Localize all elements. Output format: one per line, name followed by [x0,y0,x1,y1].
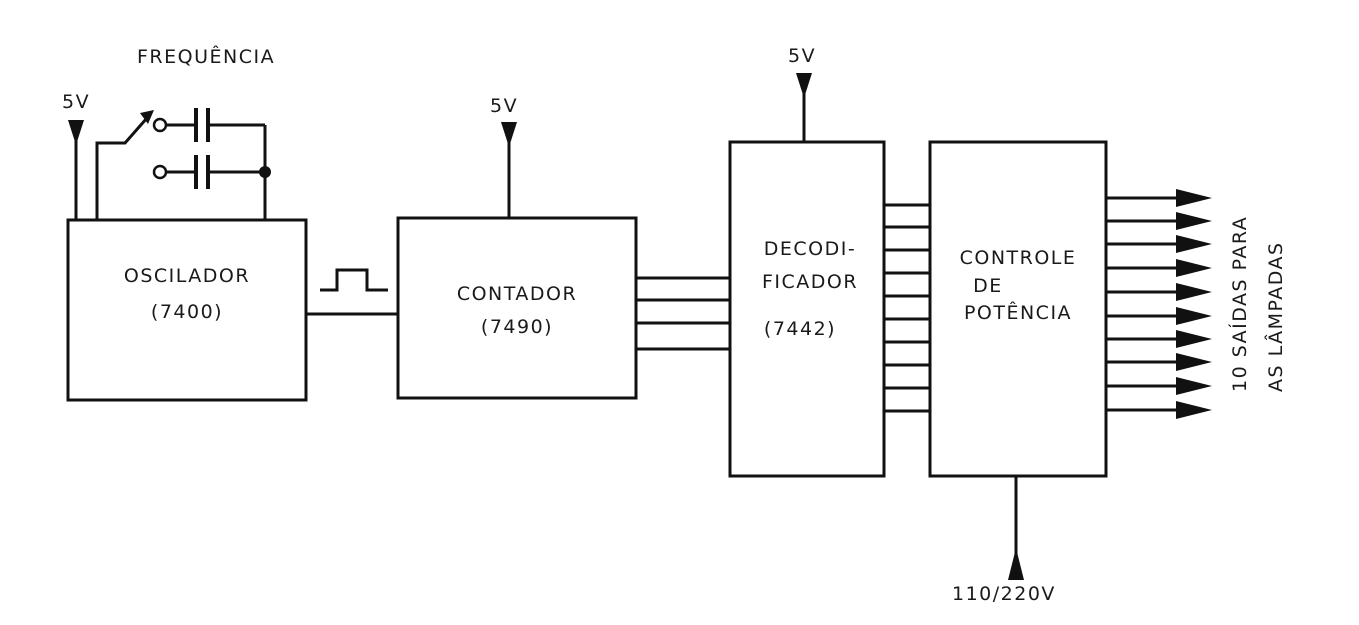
decoder-supply-label: 5V [788,45,816,67]
output-arrow [1106,259,1212,277]
decoder-to-power-bus [884,203,930,413]
counter-to-decoder-bus [636,276,730,351]
output-arrow [1106,353,1212,371]
outputs-label-line2: AS LÂMPADAS [1264,241,1287,392]
timing-capacitor-1 [166,108,265,142]
power-name-line1: CONTROLE [960,247,1077,269]
counter-name: CONTADOR [457,283,577,305]
timing-capacitor-2 [166,155,265,189]
frequency-switch [95,110,168,220]
decoder-chip: (7442) [764,318,836,340]
decoder-name-line1: DECODI- [764,238,856,260]
clock-pulse-symbol [320,268,388,292]
frequency-label: FREQUÊNCIA [137,45,275,68]
output-arrow [1106,235,1212,253]
output-arrow [1106,212,1212,230]
decoder-name-line2: FICADOR [762,271,858,293]
power-control-block [928,140,1108,478]
oscillator-block [66,218,308,402]
oscillator-name: OSCILADOR [124,265,250,287]
output-arrow [1106,189,1212,207]
power-name-line2: DE [973,275,1003,297]
output-arrow [1106,377,1212,395]
decoder-block [728,140,886,478]
output-arrows [1106,189,1212,419]
output-arrow [1106,330,1212,348]
output-arrow [1106,307,1212,325]
counter-block [396,216,638,400]
oscillator-supply-label: 5V [62,91,90,113]
counter-supply-arrow [501,122,517,218]
mains-supply-label: 110/220V [952,583,1056,605]
counter-supply-label: 5V [490,95,518,117]
oscillator-supply-arrow [68,120,84,220]
decoder-supply-arrow [796,73,812,142]
oscillator-chip: (7400) [151,301,223,323]
output-arrow [1106,401,1212,419]
mains-supply-arrow [1008,476,1024,580]
power-name-line3: POTÊNCIA [964,301,1072,324]
outputs-label-line1: 10 SAÍDAS PARA [1228,216,1251,392]
capacitor-junction [259,125,271,220]
output-arrow [1106,283,1212,301]
counter-chip: (7490) [481,316,553,338]
